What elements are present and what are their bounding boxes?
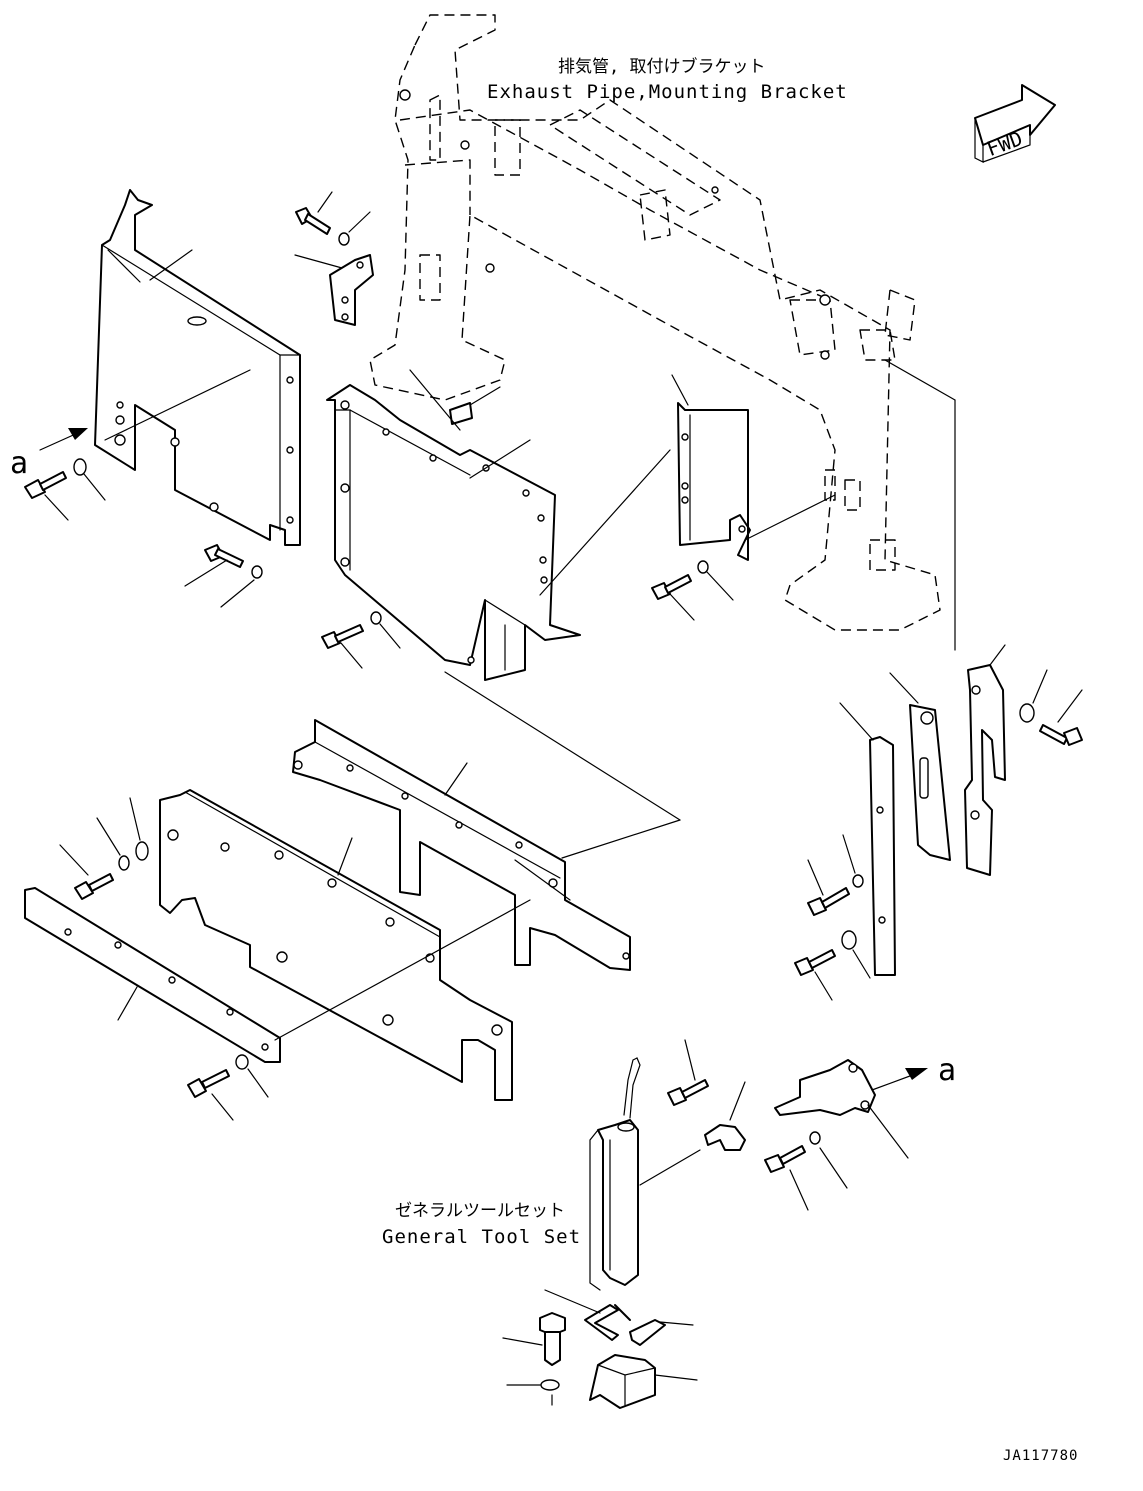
tool-set-label-jp: ゼネラルツールセット bbox=[395, 1201, 565, 1221]
fwd-arrow-icon: FWD bbox=[974, 84, 1056, 163]
connection-lines bbox=[104, 359, 956, 1186]
right-bracket-group bbox=[794, 644, 1083, 1001]
left-cover-panel bbox=[94, 189, 301, 546]
frame-phantom bbox=[369, 14, 941, 631]
bottom-strip bbox=[24, 887, 281, 1063]
tool-holder: a bbox=[589, 1039, 956, 1291]
center-cover-panel bbox=[326, 384, 581, 681]
lower-cover-panel bbox=[159, 789, 513, 1101]
exhaust-label-en: Exhaust Pipe,Mounting Bracket bbox=[487, 81, 848, 103]
drawing-number: JA117780 bbox=[1003, 1448, 1078, 1464]
view-a-label-left: a bbox=[10, 446, 28, 481]
bolts-lower-left bbox=[59, 797, 269, 1121]
tool-set-label: ゼネラルツールセット General Tool Set bbox=[382, 1201, 581, 1248]
view-a-arrow-left: a bbox=[10, 428, 88, 481]
tool-set-label-en: General Tool Set bbox=[382, 1226, 581, 1248]
lower-long-bracket bbox=[292, 719, 631, 971]
exhaust-label-jp: 排気管, 取付けブラケット bbox=[558, 56, 765, 77]
exhaust-label: 排気管, 取付けブラケット Exhaust Pipe,Mounting Brac… bbox=[487, 56, 848, 103]
tool-pieces bbox=[502, 1289, 698, 1409]
view-a-label-right: a bbox=[938, 1053, 956, 1088]
right-small-cover bbox=[671, 374, 751, 561]
upper-bracket bbox=[294, 254, 374, 326]
bolts-upper bbox=[24, 191, 734, 669]
